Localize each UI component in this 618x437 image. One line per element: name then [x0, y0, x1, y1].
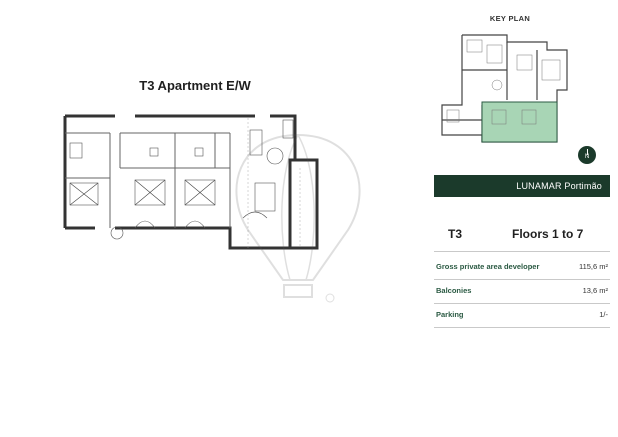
spec-value: 115,6 m² — [578, 262, 608, 271]
highlighted-unit — [481, 101, 558, 143]
divider — [434, 327, 610, 328]
spec-label: Gross private area developer — [436, 262, 540, 271]
spec-row-balconies: Balconies 13,6 m² — [434, 282, 610, 304]
unit-type: T3 — [448, 227, 463, 241]
spec-value: 13,6 m² — [582, 286, 608, 295]
key-plan-title: KEY PLAN — [489, 14, 531, 23]
divider — [434, 251, 610, 252]
floor-plan-drawing — [63, 114, 319, 250]
spec-label: Parking — [436, 310, 464, 319]
divider — [434, 279, 610, 280]
balloon-watermark-logo — [235, 133, 361, 303]
unit-type-row: T3 Floors 1 to 7 — [434, 223, 610, 249]
project-banner: LUNAMAR Portimão — [434, 175, 610, 197]
divider — [434, 303, 610, 304]
unit-floors: Floors 1 to 7 — [512, 227, 584, 241]
spec-row-parking: Parking 1/- — [434, 306, 610, 328]
spec-row-gross-area: Gross private area developer 115,6 m² — [434, 258, 610, 280]
key-plan-diagram — [441, 34, 568, 143]
spec-label: Balconies — [436, 286, 472, 295]
spec-value: 1/- — [599, 310, 608, 319]
plan-title: T3 Apartment E/W — [139, 78, 251, 93]
north-arrow-icon: N — [578, 146, 596, 164]
